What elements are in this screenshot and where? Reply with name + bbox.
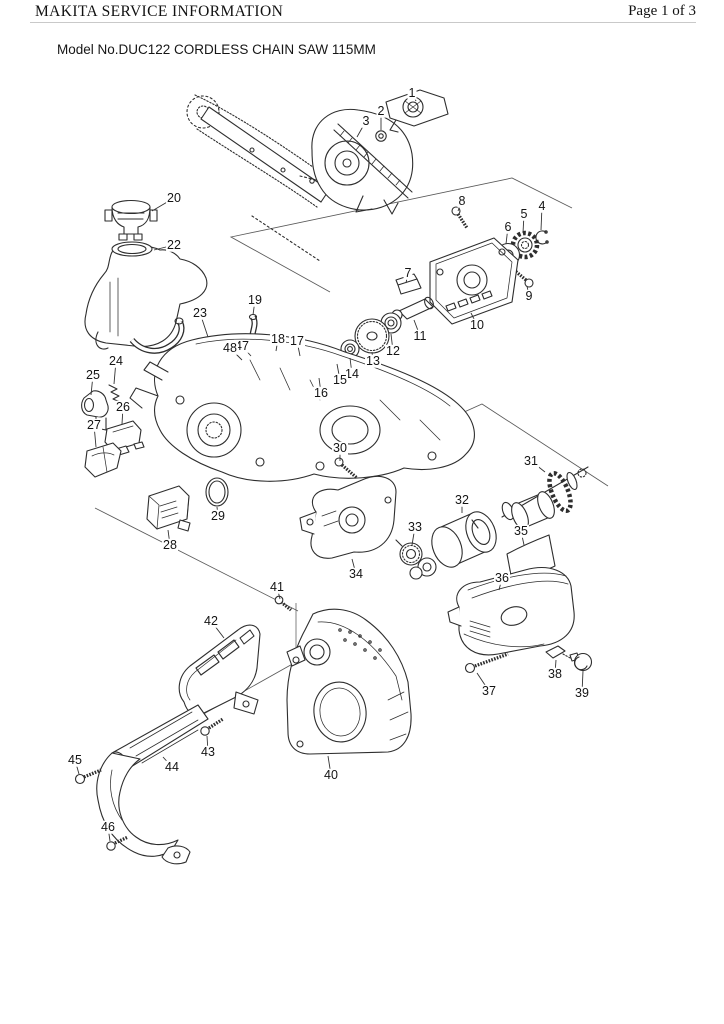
part-13-gear bbox=[354, 318, 390, 354]
part-43-screw bbox=[200, 717, 224, 736]
leader-line-37 bbox=[476, 672, 490, 692]
part-46-screw bbox=[106, 835, 129, 851]
part-29-o-ring bbox=[205, 477, 229, 507]
document-title: MAKITA SERVICE INFORMATION bbox=[35, 3, 284, 20]
part-23-motor-housing-left bbox=[129, 333, 475, 482]
leader-line-19 bbox=[252, 299, 256, 316]
part-33-gear-assembly bbox=[395, 539, 437, 580]
part-42-hand-guard bbox=[178, 624, 261, 716]
leader-line-40 bbox=[327, 755, 332, 776]
leader-line-26 bbox=[121, 406, 124, 425]
leader-line-23 bbox=[199, 312, 209, 338]
leader-line-34 bbox=[351, 558, 357, 575]
leader-line-24 bbox=[113, 360, 117, 385]
part-1-adjuster bbox=[385, 89, 449, 133]
part-20-oil-cap bbox=[104, 199, 158, 241]
leader-line-45 bbox=[74, 759, 80, 775]
part-28-switch-box bbox=[146, 485, 191, 532]
leader-line-38 bbox=[554, 659, 557, 675]
part-39-brush-cap bbox=[573, 652, 593, 672]
leader-line-29 bbox=[216, 506, 219, 517]
part-8-screw bbox=[451, 206, 469, 229]
part-27-button bbox=[84, 442, 122, 478]
leader-line-4 bbox=[540, 205, 543, 231]
part-32-stator-sleeve bbox=[431, 511, 497, 568]
header-rule bbox=[30, 22, 696, 23]
part-34-gear-bracket bbox=[299, 475, 397, 559]
part-5-sprocket bbox=[510, 230, 540, 260]
leader-line-43 bbox=[206, 735, 209, 753]
model-line: Model No.DUC122 CORDLESS CHAIN SAW 115MM bbox=[57, 42, 376, 57]
leader-line-42 bbox=[210, 620, 225, 639]
leader-line-6 bbox=[505, 226, 509, 245]
part-44-front-handle bbox=[96, 704, 209, 865]
part-4-circlip bbox=[535, 230, 549, 245]
leader-line-35 bbox=[520, 530, 525, 546]
part-40-motor-housing-right bbox=[286, 608, 412, 755]
part-36-motor-housing bbox=[447, 567, 575, 656]
leader-line-28 bbox=[167, 529, 171, 546]
part-7-plate bbox=[395, 273, 422, 295]
leader-line-39 bbox=[581, 670, 584, 694]
leader-line-22 bbox=[153, 244, 175, 251]
part-24-spring bbox=[108, 384, 121, 403]
leader-line-33 bbox=[411, 526, 416, 546]
part-38-carbon-brush bbox=[545, 645, 580, 662]
part-25-plunger bbox=[81, 390, 109, 431]
part-2-washer bbox=[375, 130, 387, 142]
part-37-screw bbox=[464, 652, 509, 674]
part-3-sprocket-cover bbox=[311, 108, 414, 215]
leader-line-20 bbox=[151, 197, 175, 212]
part-45-screw bbox=[74, 768, 102, 785]
leader-line-11 bbox=[413, 319, 421, 337]
leader-line-44 bbox=[162, 756, 173, 768]
page-number: Page 1 of 3 bbox=[628, 3, 696, 19]
part-30-screw bbox=[334, 457, 359, 480]
part-22-oil-tank bbox=[84, 241, 208, 354]
part-9-screw bbox=[512, 268, 534, 288]
leader-line-12 bbox=[390, 333, 394, 352]
part-10-guard-plate bbox=[429, 237, 519, 325]
part-31-armature bbox=[501, 466, 589, 530]
leader-line-31 bbox=[530, 460, 546, 473]
leader-line-5 bbox=[522, 213, 525, 234]
